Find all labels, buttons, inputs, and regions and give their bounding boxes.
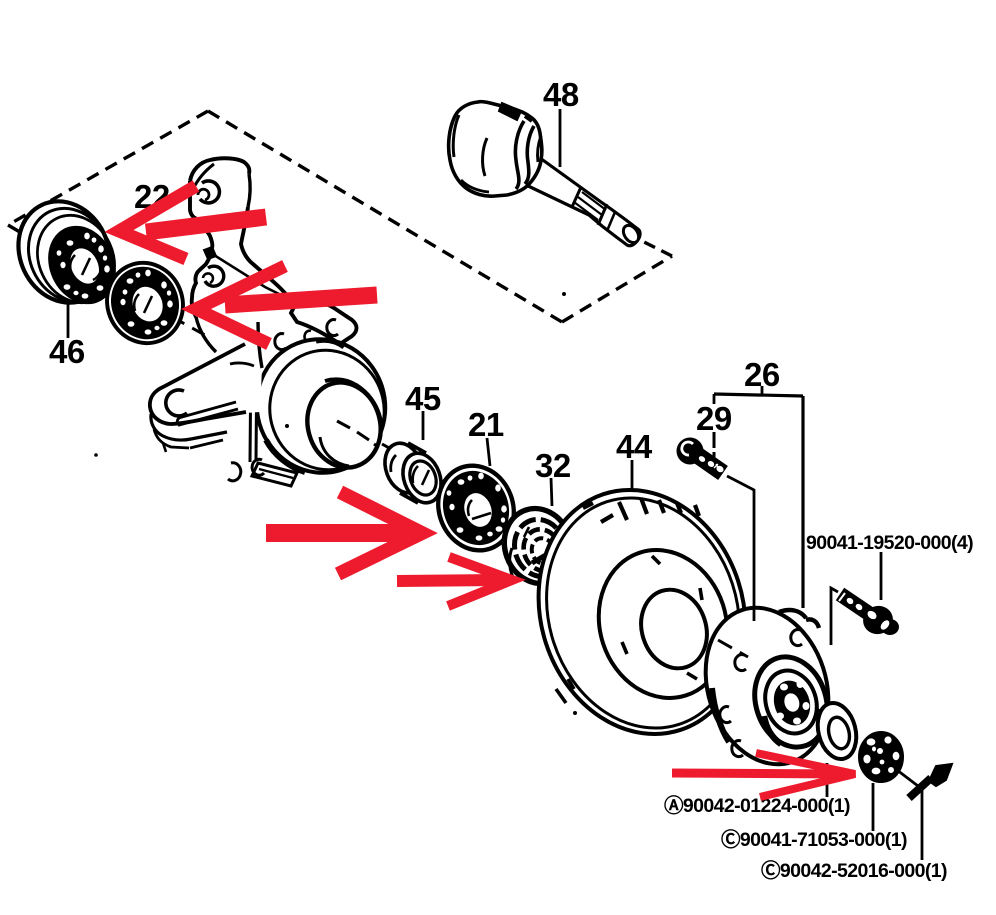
svg-text:90041-19520-000(4): 90041-19520-000(4) <box>806 532 973 554</box>
svg-text:Ⓒ90041-71053-000(1): Ⓒ90041-71053-000(1) <box>721 828 907 851</box>
svg-text:44: 44 <box>616 428 653 465</box>
svg-text:21: 21 <box>468 406 504 443</box>
svg-text:46: 46 <box>49 333 85 370</box>
svg-text:45: 45 <box>405 380 441 417</box>
svg-text:29: 29 <box>696 400 732 437</box>
svg-text:Ⓒ90042-52016-000(1): Ⓒ90042-52016-000(1) <box>761 859 947 882</box>
svg-text:Ⓐ90042-01224-000(1): Ⓐ90042-01224-000(1) <box>664 794 850 817</box>
svg-text:48: 48 <box>543 76 579 113</box>
svg-text:32: 32 <box>535 447 571 484</box>
svg-text:26: 26 <box>744 356 780 393</box>
